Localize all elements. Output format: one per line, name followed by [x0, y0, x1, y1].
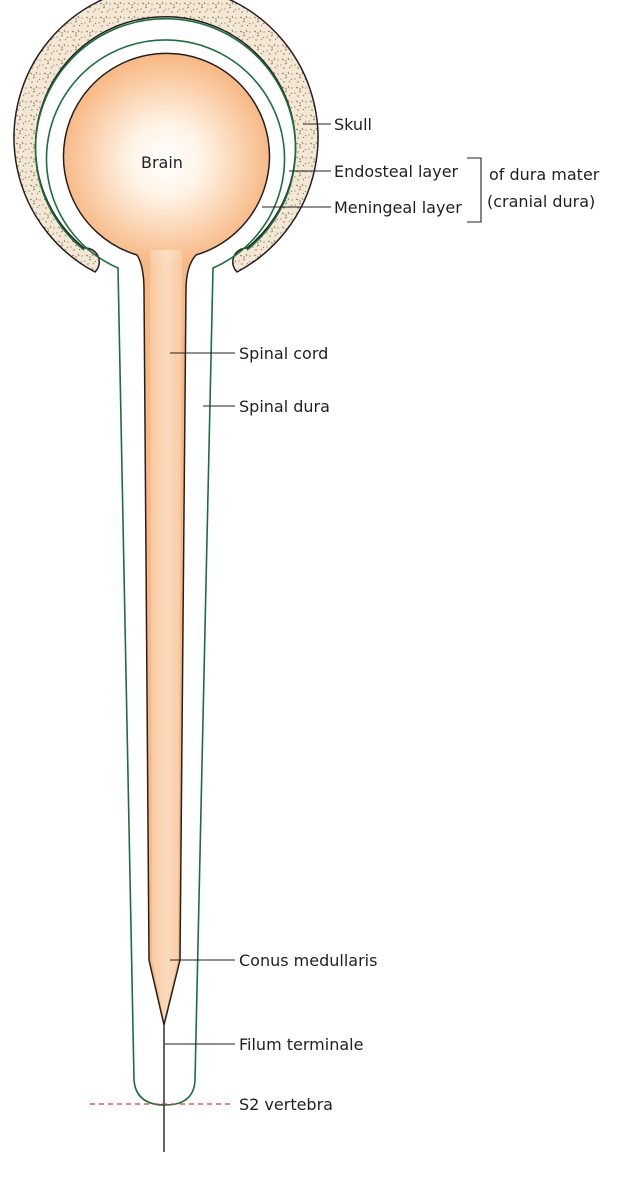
- skull-label: Skull: [334, 115, 372, 134]
- dura-mater-label: of dura mater: [489, 165, 600, 184]
- spinal-dura-label: Spinal dura: [239, 397, 330, 416]
- cranial-dura-label: (cranial dura): [487, 192, 595, 211]
- spinal-cord-label: Spinal cord: [239, 344, 328, 363]
- s2-vertebra-label: S2 vertebra: [239, 1095, 333, 1114]
- endosteal-layer-label: Endosteal layer: [334, 162, 459, 181]
- brain-label: Brain: [141, 153, 183, 172]
- dura-mater-bracket: [467, 158, 481, 222]
- conus-medullaris-label: Conus medullaris: [239, 951, 377, 970]
- spinal-cord-highlight: [150, 250, 182, 1020]
- meningeal-layer-label: Meningeal layer: [334, 198, 462, 217]
- filum-terminale-label: Filum terminale: [239, 1035, 363, 1054]
